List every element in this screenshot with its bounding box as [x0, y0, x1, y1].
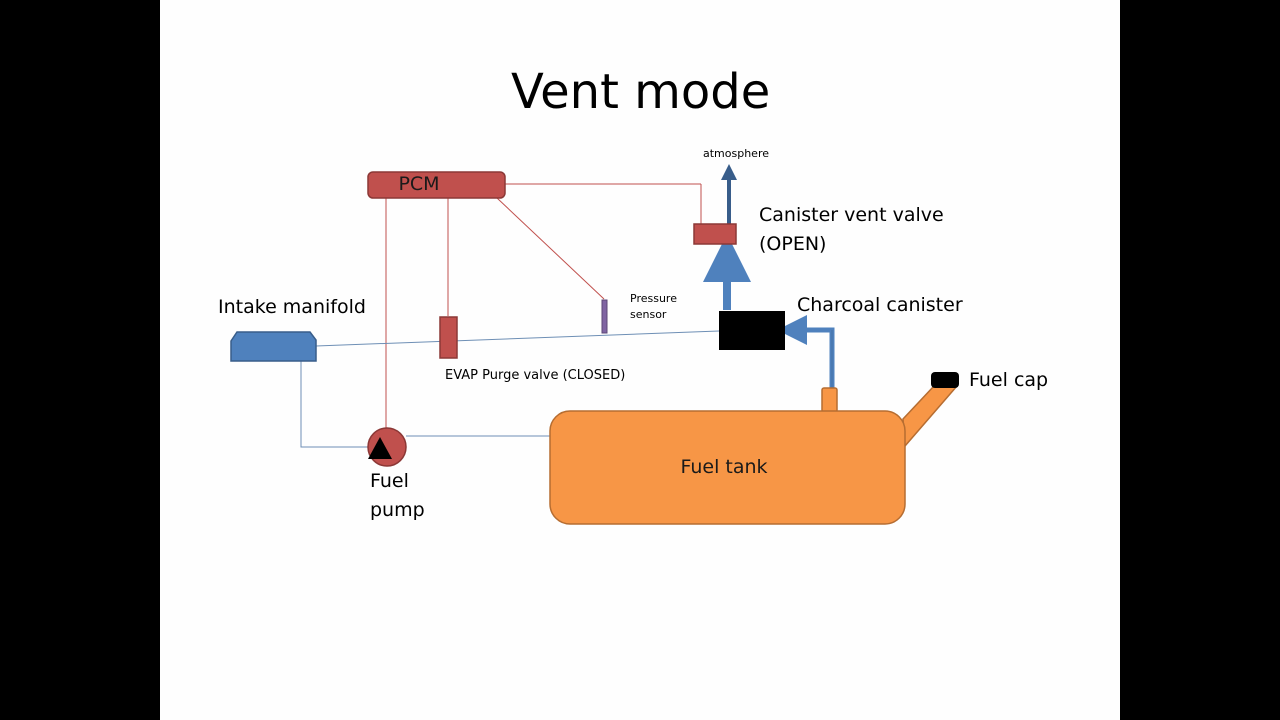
fuel-pump-triangle-icon [368, 437, 392, 459]
flow-tank-to-canister [777, 315, 835, 392]
canister-vent-valve[interactable] [693, 223, 737, 245]
canister-vent-valve-label-line2: (OPEN) [759, 233, 827, 255]
fuel-cap-label: Fuel cap [969, 369, 1049, 391]
intake-manifold-shape[interactable] [230, 331, 317, 362]
charcoal-canister-label: Charcoal canister [797, 294, 963, 316]
line-manifold-to-canister [315, 330, 720, 347]
pcm-label: PCM [398, 173, 440, 195]
fuel-tank-label: Fuel tank [680, 456, 768, 478]
fuel-pump[interactable] [367, 427, 407, 467]
pressure-sensor-label-line1: Pressure [630, 292, 677, 305]
pcm-wires [385, 183, 702, 428]
pcm-box[interactable] [367, 171, 506, 199]
fuel-pump-label-line2: pump [370, 499, 425, 521]
line-manifold-to-pump [300, 361, 370, 448]
canister-vent-valve-label-line1: Canister vent valve [759, 204, 944, 226]
evap-purge-valve-label: EVAP Purge valve (CLOSED) [445, 368, 626, 383]
slide-background [160, 0, 1120, 720]
wire-pcm-to-pressure-sensor [496, 197, 605, 300]
fuel-filler-neck [902, 385, 959, 448]
tank-vapor-outlet [821, 387, 838, 413]
atmosphere-label: atmosphere [703, 147, 769, 160]
intake-manifold-label: Intake manifold [218, 296, 366, 318]
fuel-pump-label-line1: Fuel [370, 470, 409, 492]
pressure-sensor-label-line2: sensor [630, 308, 667, 321]
fuel-cap[interactable] [931, 372, 959, 388]
evap-purge-valve[interactable] [439, 316, 458, 359]
slide-title: Vent mode [511, 64, 771, 120]
charcoal-canister[interactable] [719, 311, 785, 350]
fuel-tank[interactable] [549, 410, 906, 525]
thin-lines [300, 330, 720, 448]
pressure-sensor[interactable] [601, 299, 608, 334]
